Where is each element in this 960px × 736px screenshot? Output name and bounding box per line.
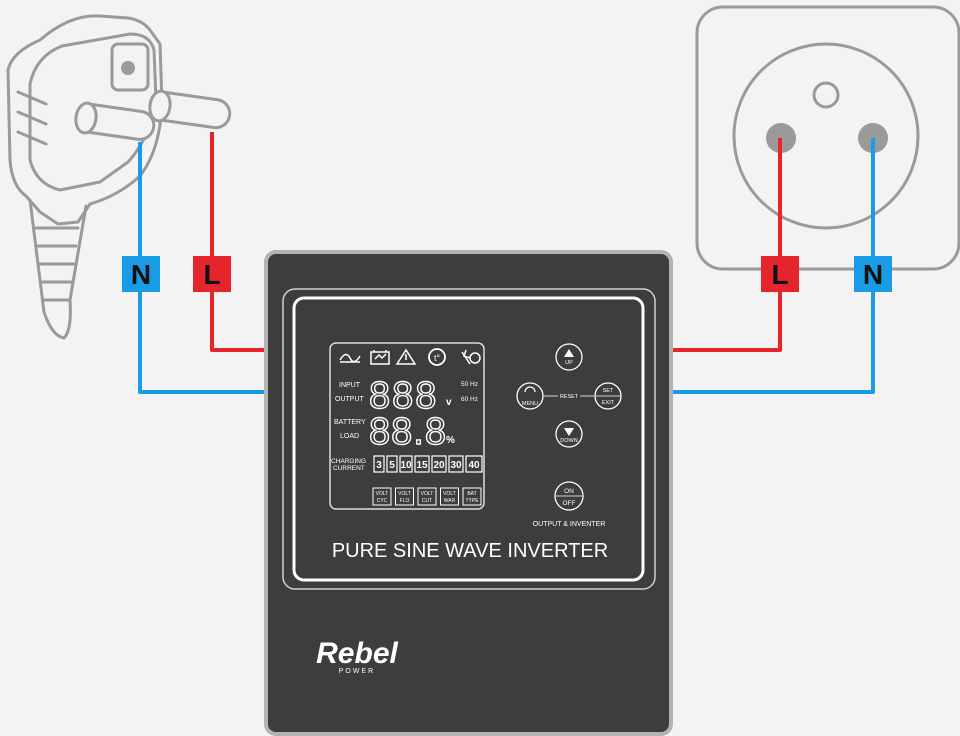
on-off-button[interactable]: ON OFF [554,481,584,511]
output-label: OUTPUT [335,396,365,403]
svg-text:EXIT: EXIT [602,400,615,406]
up-button[interactable]: UP [555,343,583,371]
svg-text:30: 30 [450,460,462,471]
battery-icon [370,350,390,365]
brand-logo: Rebel [316,637,398,670]
voltage-unit: v [446,397,452,408]
down-button[interactable]: DOWN [555,420,583,448]
svg-text:FLO: FLO [400,498,410,504]
load-label: LOAD [340,433,359,440]
svg-text:L: L [203,259,220,290]
svg-text:ON: ON [564,488,574,495]
svg-text:VOLT: VOLT [443,491,456,497]
output-inverter-label: OUTPUT & INVENTER [533,521,606,528]
charging-step-box: 20 [431,455,447,473]
wire-label-plug-neutral: N [122,256,160,292]
socket-icon [695,5,960,271]
svg-text:RESET: RESET [560,394,579,400]
charging-step-box: 30 [448,455,464,473]
input-label: INPUT [339,382,361,389]
svg-text:20: 20 [433,460,445,471]
inverter-unit: t° INPUT OUTPUT BATTERY LOAD CHARGING CU… [264,250,673,736]
charging-step-box: 10 [399,455,413,473]
svg-text:CYC: CYC [377,498,388,504]
svg-text:DOWN: DOWN [560,438,577,444]
charging-step-box: 15 [414,455,430,473]
menu-button[interactable]: MENU [516,382,544,410]
svg-text:L: L [771,259,788,290]
charging-step-box: 40 [465,455,483,473]
battery-label: BATTERY [334,419,366,426]
wire-label-socket-neutral: N [854,256,892,292]
wires [138,132,875,394]
current-label: CURRENT [333,465,365,472]
freq-60-label: 60 Hz [461,396,478,403]
voltage-readout: 888 [369,375,438,417]
warning-icon [395,348,417,365]
svg-text:5: 5 [389,460,395,471]
svg-text:VOLT: VOLT [376,491,389,497]
svg-text:t°: t° [434,353,441,363]
svg-text:OFF: OFF [563,500,576,507]
wire-label-socket-live: L [761,256,799,292]
socket-neutral-wire [668,138,875,394]
svg-text:MENU: MENU [522,401,538,407]
reset-label: RESET [544,394,594,400]
set-exit-button[interactable]: SET EXIT [594,382,622,410]
freq-50-label: 50 Hz [461,381,478,388]
panel-title: PURE SINE WAVE INVERTER [332,540,608,562]
svg-text:UP: UP [565,360,573,366]
svg-text:N: N [131,259,151,290]
charging-step-box: 5 [386,455,398,473]
socket-live-wire [668,138,782,352]
percent-readout: 88.8 [369,411,447,453]
svg-text:BAT: BAT [467,491,476,497]
charging-label: CHARGING [331,458,366,465]
plug-pins [74,89,232,141]
overload-icon [461,349,481,365]
plug-neutral-wire [138,142,272,394]
svg-text:40: 40 [468,460,480,471]
svg-text:CUT: CUT [422,498,432,504]
svg-text:VOLT: VOLT [398,491,411,497]
svg-text:15: 15 [416,460,428,471]
svg-text:TYPE: TYPE [465,498,479,504]
brand-tagline: POWER [339,668,375,675]
svg-text:SET: SET [603,388,614,394]
plug-live-wire [210,132,272,352]
svg-text:WAR: WAR [444,498,456,504]
svg-text:VOLT: VOLT [421,491,434,497]
wire-label-plug-live: L [193,256,231,292]
svg-text:N: N [863,259,883,290]
lcd-display: t° INPUT OUTPUT BATTERY LOAD CHARGING CU… [329,342,485,510]
charging-step-box: 3 [373,455,385,473]
svg-text:10: 10 [400,460,412,471]
temperature-icon: t° [428,348,446,366]
percent-unit: % [446,435,455,446]
svg-text:3: 3 [376,460,382,471]
sine-wave-icon [339,353,361,363]
